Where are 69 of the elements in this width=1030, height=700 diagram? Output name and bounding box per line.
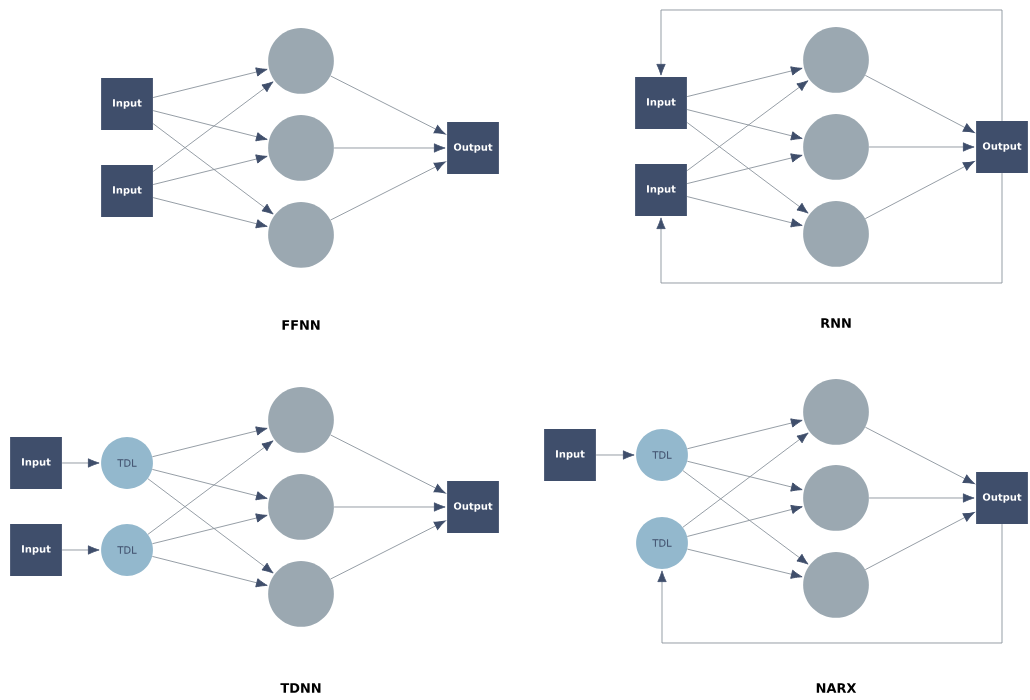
input-output-box: Input	[101, 78, 153, 130]
arrow	[686, 548, 803, 579]
arrow	[595, 450, 635, 460]
arrow	[686, 196, 803, 228]
neuron-circle	[803, 379, 869, 445]
arrow	[864, 161, 975, 220]
neuron-circle	[803, 465, 869, 531]
arrow	[152, 154, 268, 185]
input-output-box: Input	[10, 524, 62, 576]
input-output-box: Output	[976, 472, 1028, 524]
arrow	[151, 426, 268, 458]
neuron-circle	[268, 115, 334, 181]
arrow	[152, 67, 268, 98]
arrow	[330, 161, 446, 221]
arrow	[686, 80, 809, 172]
panel-title: RNN	[821, 318, 851, 328]
input-output-box: Output	[976, 121, 1028, 173]
panel-title: NARX	[816, 683, 857, 693]
arrow	[147, 440, 274, 535]
arrow	[333, 143, 446, 153]
arrow	[330, 75, 446, 135]
arrow	[656, 172, 1003, 284]
arrow	[61, 545, 100, 555]
arrow	[868, 493, 975, 503]
arrow	[686, 460, 803, 492]
arrow	[656, 9, 1003, 122]
arrow	[151, 555, 268, 588]
input-output-box: Input	[635, 77, 687, 129]
arrow	[152, 81, 274, 172]
arrow	[682, 470, 809, 565]
arrow	[686, 504, 803, 537]
input-output-box: Output	[447, 122, 499, 174]
input-output-box: Input	[101, 165, 153, 217]
input-output-box: Input	[544, 429, 596, 481]
neuron-circle	[268, 474, 334, 540]
arrow	[682, 432, 809, 528]
input-output-box: Output	[447, 481, 499, 533]
arrow	[330, 520, 446, 580]
panel-title: FFNN	[282, 320, 320, 330]
arrow	[61, 458, 100, 468]
arrow	[864, 512, 975, 571]
arrow	[330, 434, 446, 494]
arrow	[686, 66, 803, 98]
neuron-circle	[268, 28, 334, 94]
arrow	[152, 123, 274, 215]
arrow	[147, 478, 274, 574]
input-output-box: Input	[10, 437, 62, 489]
arrow	[686, 122, 809, 214]
arrow	[151, 513, 268, 545]
arrow	[686, 109, 803, 141]
arrow	[864, 74, 975, 133]
neuron-circle	[268, 202, 334, 268]
neuron-circle	[268, 387, 334, 453]
neuron-circle	[803, 27, 869, 93]
panel-title: TDNN	[280, 683, 321, 693]
arrow	[686, 418, 803, 450]
arrow	[151, 468, 268, 501]
neuron-circle	[268, 561, 334, 627]
arrow	[152, 110, 268, 142]
arrow	[152, 197, 268, 229]
neuron-circle	[803, 114, 869, 180]
arrow	[864, 426, 975, 485]
arrow	[868, 142, 975, 152]
neuron-circle	[803, 201, 869, 267]
arrow	[686, 153, 803, 185]
input-output-box: Input	[635, 164, 687, 216]
neuron-circle	[803, 552, 869, 618]
arrow	[657, 523, 1003, 644]
arrow	[333, 502, 446, 512]
